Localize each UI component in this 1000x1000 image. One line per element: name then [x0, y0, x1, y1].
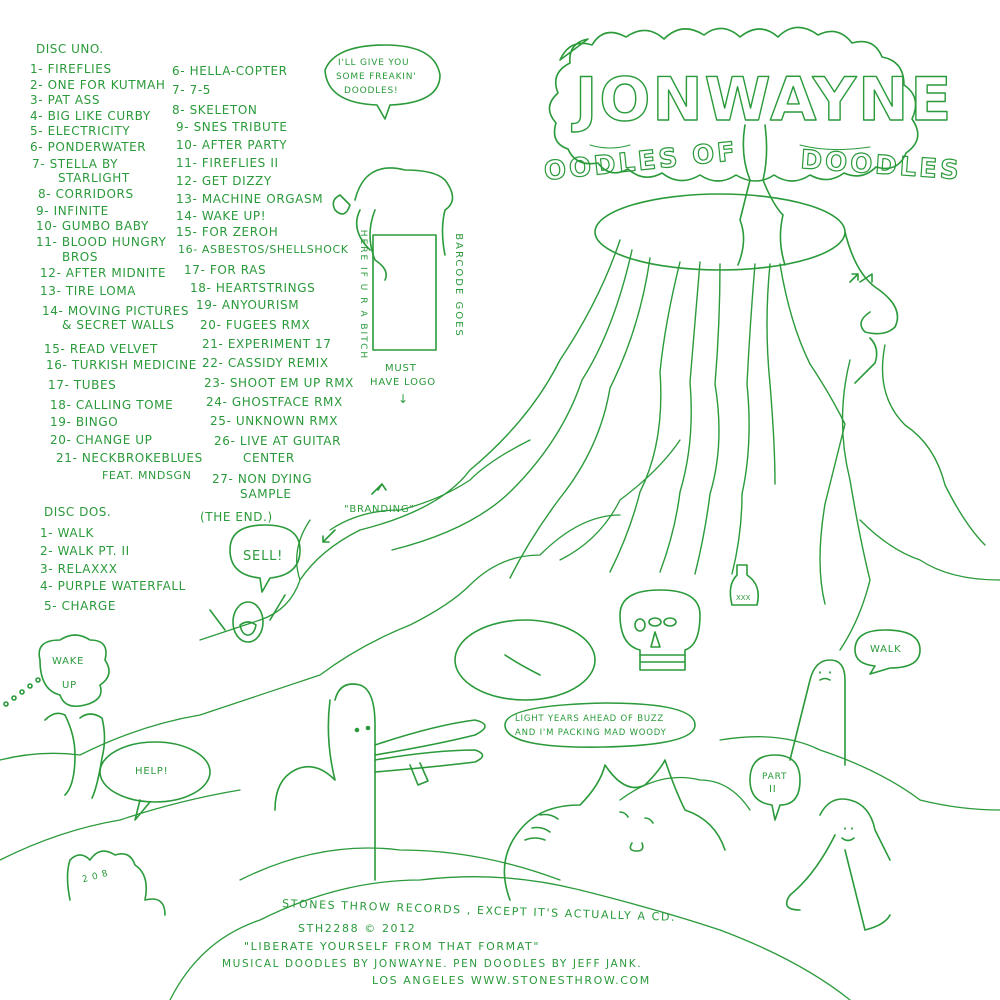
track-item: 25- UNKNOWN RMX [210, 414, 339, 428]
track-item: 17- FOR RAS [184, 263, 267, 277]
thought-bubble-wake-up: WAKE [52, 656, 85, 667]
credits-catalog: STH2288 © 2012 [298, 922, 417, 935]
track-item: & SECRET WALLS [62, 318, 175, 332]
speech-bubble-part-two: PART [762, 772, 788, 782]
bubble-line: SOME FREAKIN' [336, 72, 417, 82]
track-item: 11- FIREFLIES II [176, 156, 279, 170]
track-item: BROS [62, 250, 99, 264]
track-item: 15- FOR ZEROH [176, 225, 279, 239]
track-item: 18- HEARTSTRINGS [190, 281, 316, 295]
track-item: 18- CALLING TOME [50, 398, 174, 412]
track-item: SAMPLE [240, 487, 292, 501]
track-item: 1- WALK [40, 526, 94, 540]
track-item: 12- GET DIZZY [176, 174, 272, 188]
track-item: 8- CORRIDORS [38, 187, 134, 201]
disc-uno-heading: DISC UNO. [36, 42, 104, 56]
track-item: 23- SHOOT EM UP RMX [204, 376, 354, 390]
arrow-down-icon: ↓ [398, 392, 409, 406]
track-item: 22- CASSIDY REMIX [202, 356, 329, 370]
track-item: 11- BLOOD HUNGRY [36, 235, 167, 249]
speech-bubble-buzz: LIGHT YEARS AHEAD OF BUZZ [515, 714, 664, 724]
the-end-label: (THE END.) [200, 510, 273, 524]
track-item: 6- PONDERWATER [30, 140, 147, 154]
track-item: 14- WAKE UP! [176, 209, 267, 223]
track-item: 21- EXPERIMENT 17 [202, 337, 332, 351]
credits-location-url: LOS ANGELES WWW.STONESTHROW.COM [372, 974, 651, 987]
track-item: 9- SNES TRIBUTE [176, 120, 288, 134]
track-item: 20- FUGEES RMX [200, 318, 311, 332]
track-item: 3- RELAXXX [40, 562, 118, 576]
track-item: 13- TIRE LOMA [40, 284, 137, 298]
track-item: 27- NON DYING [212, 472, 313, 486]
title-logo: JONWAYNE OODLES OF DOODLES [542, 26, 963, 188]
track-item: 6- HELLA-COPTER [172, 64, 288, 78]
barcode-logo-note: MUST [385, 363, 417, 374]
track-item: 16- ASBESTOS/SHELLSHOCK [178, 243, 349, 256]
svg-text:JONWAYNE: JONWAYNE [571, 65, 953, 135]
track-item: 7- STELLA BY [32, 157, 119, 171]
track-item: 4- BIG LIKE CURBY [30, 109, 151, 123]
track-item: CENTER [243, 451, 295, 465]
track-item: FEAT. MNDSGN [102, 469, 192, 482]
track-item: 5- CHARGE [44, 599, 117, 613]
track-item: 7- 7-5 [172, 83, 211, 97]
branding-label: "BRANDING" [344, 504, 415, 515]
track-item: 19- ANYOURISM [196, 298, 300, 312]
speech-bubble-help: HELP! [135, 766, 169, 777]
track-item: 26- LIVE AT GUITAR [214, 434, 342, 448]
track-item: 16- TURKISH MEDICINE [46, 358, 197, 372]
disc-dos-heading: DISC DOS. [44, 505, 112, 519]
track-item: 17- TUBES [48, 378, 117, 392]
track-item: 20- CHANGE UP [50, 433, 153, 447]
credits-slogan: "LIBERATE YOURSELF FROM THAT FORMAT" [244, 940, 540, 953]
speech-bubble-sell: SELL! [243, 549, 284, 564]
track-item: 9- INFINITE [36, 204, 109, 218]
track-item: 24- GHOSTFACE RMX [206, 395, 343, 409]
speech-bubble-buzz: AND I'M PACKING MAD WOODY [515, 728, 667, 738]
track-item: 10- GUMBO BABY [36, 219, 149, 233]
track-item: 10- AFTER PARTY [176, 138, 288, 152]
track-item: 14- MOVING PICTURES [42, 304, 190, 318]
barcode-right-note: BARCODE GOES [452, 233, 464, 338]
speech-bubble-part-two: II [769, 784, 777, 795]
track-item: 12- AFTER MIDNITE [40, 266, 167, 280]
track-item: STARLIGHT [58, 171, 130, 185]
track-item: 2- WALK PT. II [40, 544, 130, 558]
track-item: 8- SKELETON [172, 103, 258, 117]
track-item: 19- BINGO [50, 415, 119, 429]
thought-bubble-wake-up: UP [62, 680, 77, 691]
track-item: 13- MACHINE ORGASM [176, 192, 324, 206]
barcode-logo-note: HAVE LOGO [370, 377, 436, 388]
track-item: 3- PAT ASS [30, 93, 101, 107]
track-item: 15- READ VELVET [44, 342, 158, 356]
track-item: 1- FIREFLIES [30, 62, 112, 76]
bubble-line: DOODLES! [344, 86, 399, 96]
credits-artists: MUSICAL DOODLES BY JONWAYNE. PEN DOODLES… [222, 958, 643, 970]
track-item: 2- ONE FOR KUTMAH [30, 78, 166, 92]
track-item: 4- PURPLE WATERFALL [40, 579, 186, 593]
bubble-line: I'LL GIVE YOU [338, 58, 410, 68]
speech-bubble-walk: WALK [870, 644, 902, 655]
track-item: 5- ELECTRICITY [30, 124, 131, 138]
svg-text:XXX: XXX [736, 594, 751, 602]
track-item: 21- NECKBROKEBLUES [56, 451, 203, 465]
barcode-left-note: HERE IF U R A BITCH [358, 229, 369, 361]
